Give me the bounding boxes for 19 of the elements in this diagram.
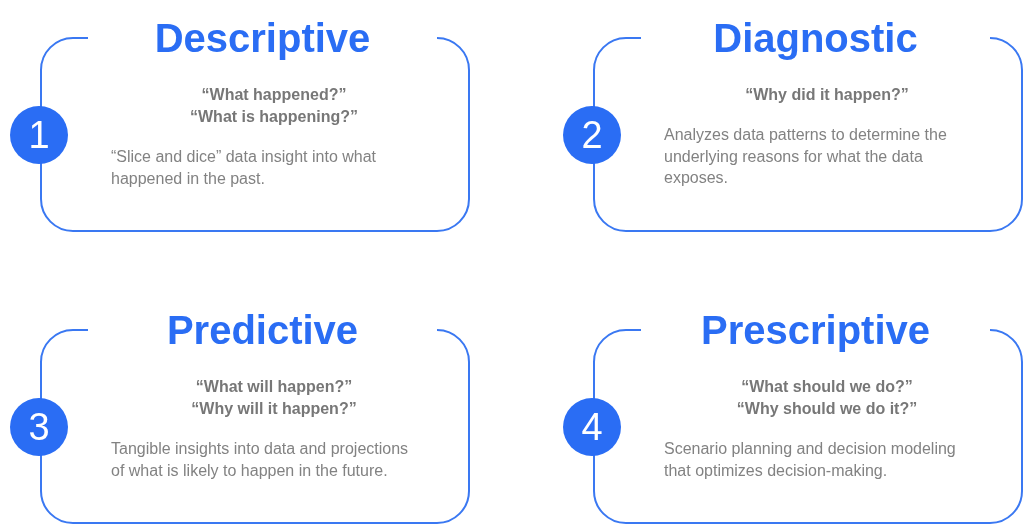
description-text: Analyzes data patterns to determine the underlying reasons for what the data exposes. xyxy=(664,125,948,188)
card-heading: Descriptive xyxy=(154,15,371,62)
card-heading: Predictive xyxy=(166,307,359,354)
question-text: “Why will it happen?” xyxy=(191,399,357,419)
question-text: “Why did it happen?” xyxy=(745,85,909,105)
question-text: “Why should we do it?” xyxy=(736,399,918,419)
description-text: Tangible insights into data and projections of what is likely to happen in the future. xyxy=(111,439,410,481)
question-text: “What should we do?” xyxy=(741,377,913,397)
number-badge: 1 xyxy=(10,106,68,164)
question-text: “What happened?” xyxy=(201,85,347,105)
number-badge: 3 xyxy=(10,398,68,456)
card-heading: Diagnostic xyxy=(713,15,918,62)
description-text: Scenario planning and decision modeling that optimizes decision-making. xyxy=(664,439,957,481)
number-badge: 4 xyxy=(563,398,621,456)
card-heading: Prescriptive xyxy=(701,307,930,354)
number-badge: 2 xyxy=(563,106,621,164)
question-text: “What is happening?” xyxy=(190,107,358,127)
question-text: “What will happen?” xyxy=(195,377,353,397)
description-text: “Slice and dice” data insight into what happened in the past. xyxy=(111,147,378,189)
